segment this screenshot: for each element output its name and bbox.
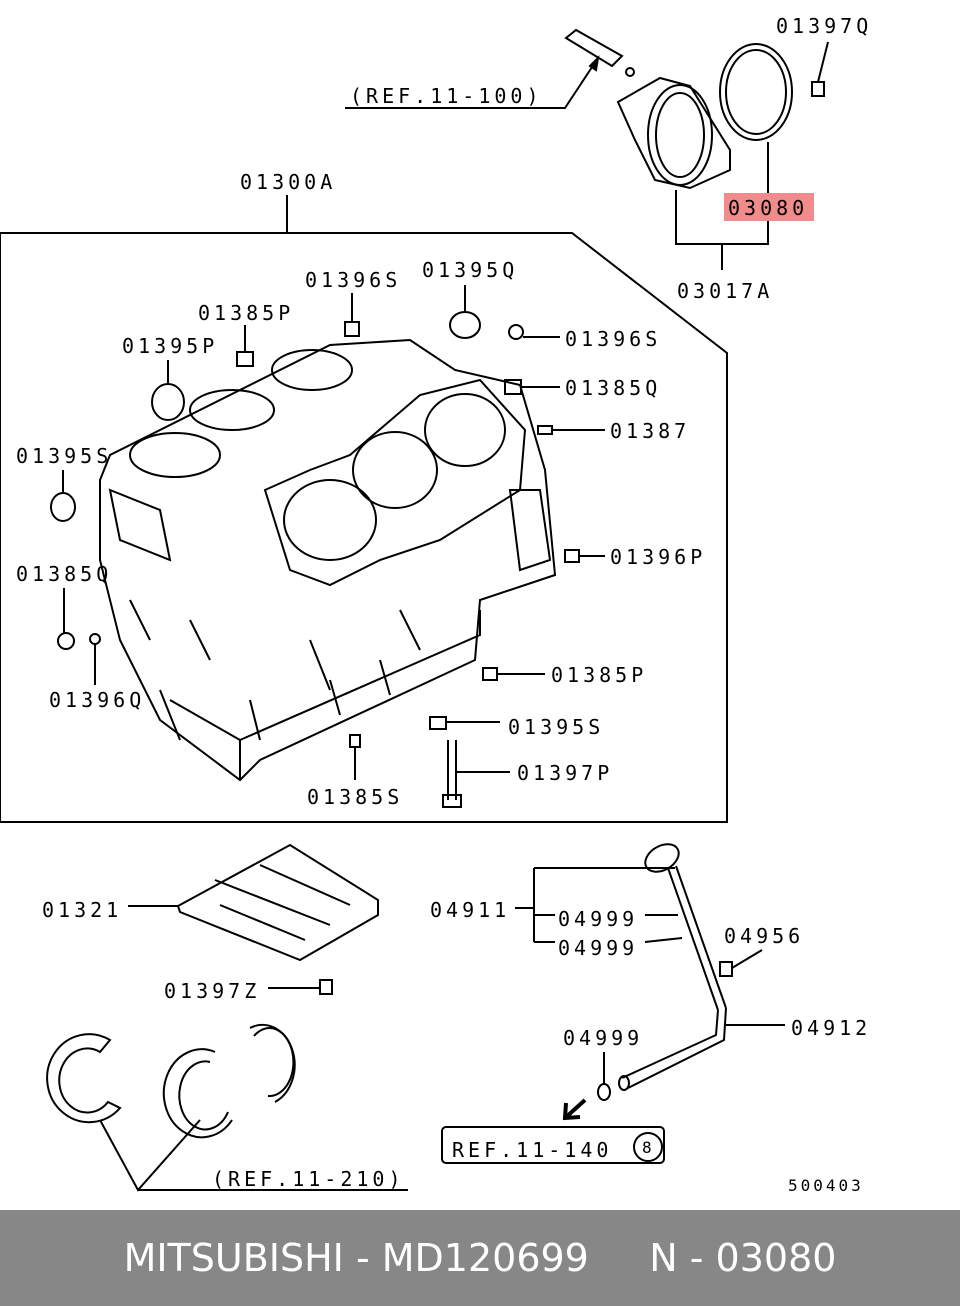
sealant-tube-icon	[564, 28, 624, 68]
part-label-04911: 04911	[430, 898, 510, 922]
engine-block-frame	[0, 232, 728, 823]
part-label-01397p: 01397P	[517, 761, 613, 785]
part-label-01396p: 01396P	[610, 545, 706, 569]
part-label-01396s-right: 01396S	[565, 327, 661, 351]
part-label-01396q: 01396Q	[49, 688, 145, 712]
parts-diagram: 01397Q (REF.11-100) 01300A 03080 03017A …	[0, 14, 872, 1195]
cylinder-block-icon	[99, 338, 557, 782]
plug-icon	[344, 321, 360, 337]
part-label-04912: 04912	[791, 1016, 871, 1040]
bolt-icon	[442, 740, 462, 808]
baffle-plate-icon	[176, 843, 379, 962]
part-label-01396s-top: 01396S	[305, 268, 401, 292]
highlight-03080	[724, 193, 814, 221]
bolt-icon	[319, 979, 333, 995]
part-label-01321: 01321	[42, 898, 122, 922]
part-label-01397z: 01397Z	[164, 979, 260, 1003]
part-label-01385q-left: 01385Q	[16, 562, 112, 586]
part-label-01395q: 01395Q	[422, 258, 518, 282]
part-label-01385p-right: 01385P	[551, 663, 647, 687]
part-label-04999-a: 04999	[558, 907, 638, 931]
ref-circle-number: 8	[642, 1138, 655, 1157]
part-label-01395s-right: 01395S	[508, 715, 604, 739]
footer-bar: MITSUBISHI - MD120699 N - 03080	[0, 1210, 960, 1306]
part-label-01395p: 01395P	[122, 334, 218, 358]
plug-icon	[236, 351, 254, 367]
dipstick-icon	[618, 843, 727, 1091]
cup-plug-icon	[151, 383, 185, 421]
part-label-01387: 01387	[610, 419, 690, 443]
ref-11-210-label[interactable]: (REF.11-210)	[212, 1167, 405, 1191]
ref-11-140-label[interactable]: REF.11-140	[452, 1138, 612, 1162]
oil-seal-ring-icon	[719, 43, 793, 141]
part-label-01395s-left: 01395S	[16, 444, 112, 468]
diagram-code: 500403	[788, 1176, 864, 1195]
part-label-03017a: 03017A	[677, 279, 773, 303]
footer-text: MITSUBISHI - MD120699 N - 03080	[123, 1236, 837, 1280]
part-label-01385p-top: 01385P	[198, 301, 294, 325]
part-label-01385q-right: 01385Q	[565, 376, 661, 400]
ref-11-140-box[interactable]	[441, 1126, 665, 1164]
part-label-04956: 04956	[724, 924, 804, 948]
ref-11-100-label[interactable]: (REF.11-100)	[350, 84, 543, 108]
part-label-01385s: 01385S	[307, 785, 403, 809]
bearing-icon	[46, 1023, 296, 1139]
bolt-icon	[811, 41, 829, 97]
part-label-03080: 03080	[728, 196, 808, 220]
cup-plug-icon	[50, 492, 76, 522]
part-label-01397q-top: 01397Q	[776, 14, 872, 38]
part-label-04999-c: 04999	[563, 1026, 643, 1050]
part-label-01300a: 01300A	[240, 170, 336, 194]
oil-seal-case-icon	[616, 76, 731, 190]
part-label-04999-b: 04999	[558, 936, 638, 960]
cup-plug-icon	[449, 311, 481, 339]
